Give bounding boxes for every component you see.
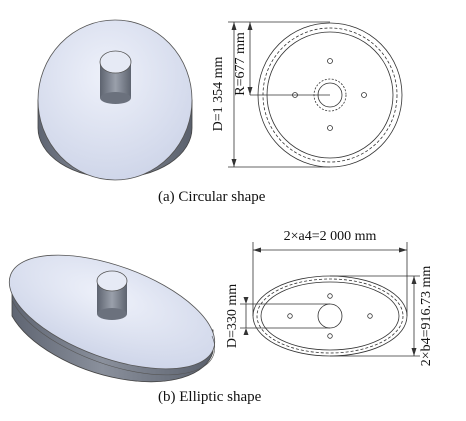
- center-pin: [99, 50, 132, 104]
- elliptic-disk-3d: [8, 254, 216, 383]
- center-pin-b: [96, 270, 128, 320]
- radius-label-a: R=677 mm: [233, 32, 248, 96]
- major-axis-label: 2×a4=2 000 mm: [284, 229, 377, 244]
- elliptic-drawing: [240, 242, 420, 357]
- minor-axis-label: 2×b4=916.73 mm: [419, 266, 434, 367]
- caption-a: (a) Circular shape: [158, 189, 266, 205]
- diameter-label-b: D=330 mm: [225, 284, 240, 348]
- caption-b: (b) Elliptic shape: [158, 389, 262, 405]
- circular-drawing: [228, 21, 403, 168]
- circular-disk-3d: [37, 19, 193, 181]
- diameter-label-a: D=1 354 mm: [211, 57, 226, 132]
